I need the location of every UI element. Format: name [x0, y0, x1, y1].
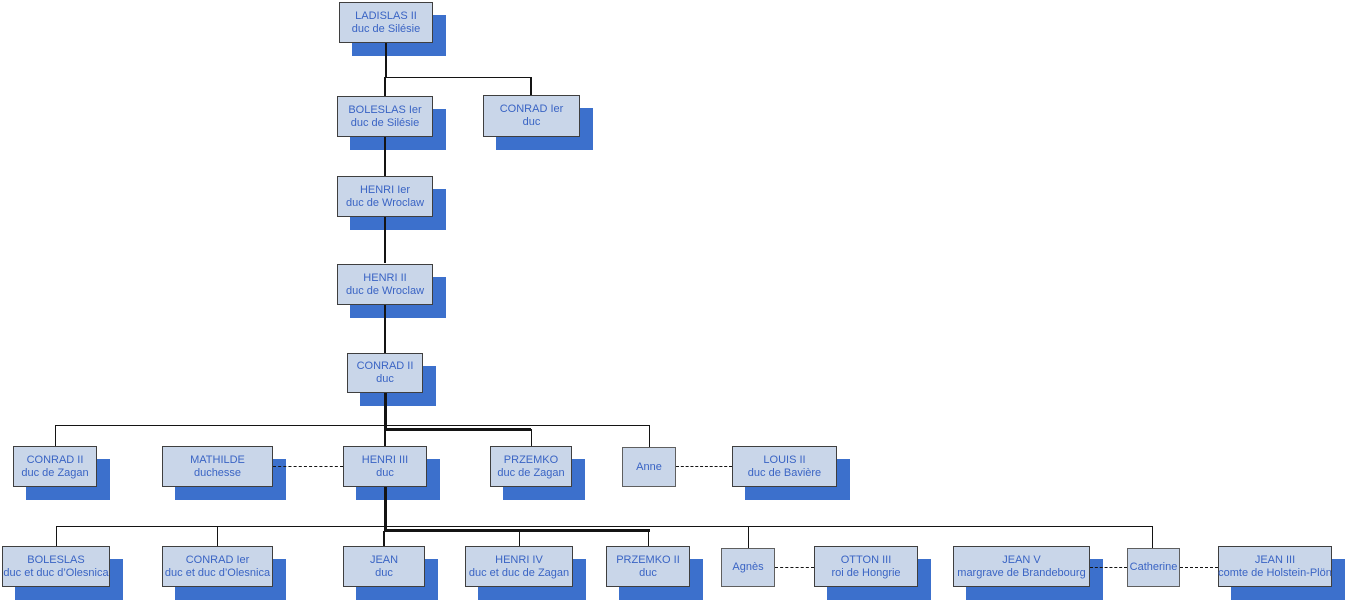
connector-rail — [56, 526, 1152, 527]
tree-node-name: HENRI Ier — [359, 183, 411, 196]
tree-node-title: duc et duc d’Olesnica — [3, 566, 109, 579]
tree-node-name: PRZEMKO — [503, 453, 559, 466]
connector-vertical — [383, 531, 385, 546]
tree-node-title: duc de Wroclaw — [345, 196, 425, 209]
connector-rail — [385, 77, 531, 78]
tree-node-title: roi de Hongrie — [831, 566, 901, 579]
tree-node-name: Catherine — [1129, 561, 1178, 573]
tree-node-name: JEAN — [369, 553, 399, 566]
tree-node-name: CONRAD II — [356, 360, 414, 372]
connector-vertical — [217, 526, 218, 546]
tree-node-title: duc de Silésie — [351, 22, 421, 35]
connector-vertical — [748, 526, 749, 548]
connector-vertical — [384, 430, 386, 446]
connector-vertical — [1152, 526, 1153, 548]
tree-node-name: PRZEMKO II — [616, 553, 680, 566]
tree-node-name: OTTON III — [840, 553, 892, 566]
tree-node-title: duc — [522, 116, 541, 128]
connector-vertical — [384, 393, 387, 430]
connector-vertical — [649, 425, 650, 447]
connector-vertical — [384, 137, 386, 176]
tree-node-title: duc de Zagan — [21, 466, 89, 479]
tree-node-title: duc de Wroclaw — [345, 284, 425, 297]
connector-vertical — [56, 526, 57, 546]
connector-vertical — [55, 425, 56, 446]
tree-node-title: duc — [376, 466, 394, 479]
tree-node-name: Anne — [636, 460, 662, 473]
tree-node-title: duc de Silésie — [350, 116, 420, 129]
connector-vertical — [531, 429, 532, 446]
tree-node-title: duchesse — [193, 466, 242, 479]
tree-node-title: duc — [376, 373, 394, 385]
tree-node-name: JEAN III — [1254, 553, 1296, 566]
connector-vertical — [385, 43, 387, 77]
tree-node-title: duc et duc d’Olesnica — [164, 566, 271, 579]
tree-node-name: JEAN V — [1002, 553, 1041, 566]
tree-node-name: CONRAD Ier — [185, 553, 250, 566]
connector-vertical — [530, 77, 532, 95]
connector-vertical — [519, 530, 520, 546]
tree-node-name: BOLESLAS — [27, 553, 85, 566]
connector-rail — [55, 425, 649, 426]
tree-node-title: margrave de Brandebourg — [957, 566, 1086, 579]
connector-marriage-dashed — [273, 466, 343, 467]
tree-node-name: LADISLAS II — [355, 9, 417, 22]
tree-node-title: duc et duc de Zagan — [468, 566, 570, 579]
connector-rail — [385, 428, 531, 431]
tree-node-name: HENRI II — [363, 271, 407, 284]
tree-node-name: Agnès — [732, 561, 764, 573]
tree-node-name: CONRAD Ier — [499, 103, 564, 115]
tree-node-catherine[interactable]: Catherine — [1127, 548, 1180, 587]
connector-vertical — [384, 77, 386, 96]
tree-node-title: duc — [639, 566, 657, 579]
tree-node-name: HENRI III — [361, 453, 409, 466]
connector-vertical — [384, 487, 387, 531]
connector-marriage-dashed — [1090, 567, 1127, 568]
tree-node-anne[interactable]: Anne — [622, 447, 676, 487]
connector-marriage-dashed — [775, 567, 814, 568]
tree-node-title: duc — [375, 566, 393, 579]
tree-node-name: MATHILDE — [190, 453, 245, 466]
tree-node-agnes[interactable]: Agnès — [721, 548, 775, 587]
connector-vertical — [648, 530, 649, 546]
connector-vertical — [384, 217, 386, 263]
connector-rail — [385, 529, 650, 532]
tree-node-title: duc de Bavière — [747, 466, 822, 479]
tree-node-name: LOUIS II — [763, 453, 806, 466]
tree-node-name: CONRAD II — [26, 453, 84, 466]
connector-marriage-dashed — [1180, 567, 1218, 568]
connector-vertical — [384, 305, 386, 353]
tree-node-title: comte de Holstein-Plön — [1218, 566, 1332, 579]
tree-node-title: duc de Zagan — [497, 466, 565, 479]
tree-node-name: HENRI IV — [495, 553, 543, 566]
tree-node-name: BOLESLAS Ier — [348, 103, 422, 116]
connector-marriage-dashed — [676, 466, 732, 467]
